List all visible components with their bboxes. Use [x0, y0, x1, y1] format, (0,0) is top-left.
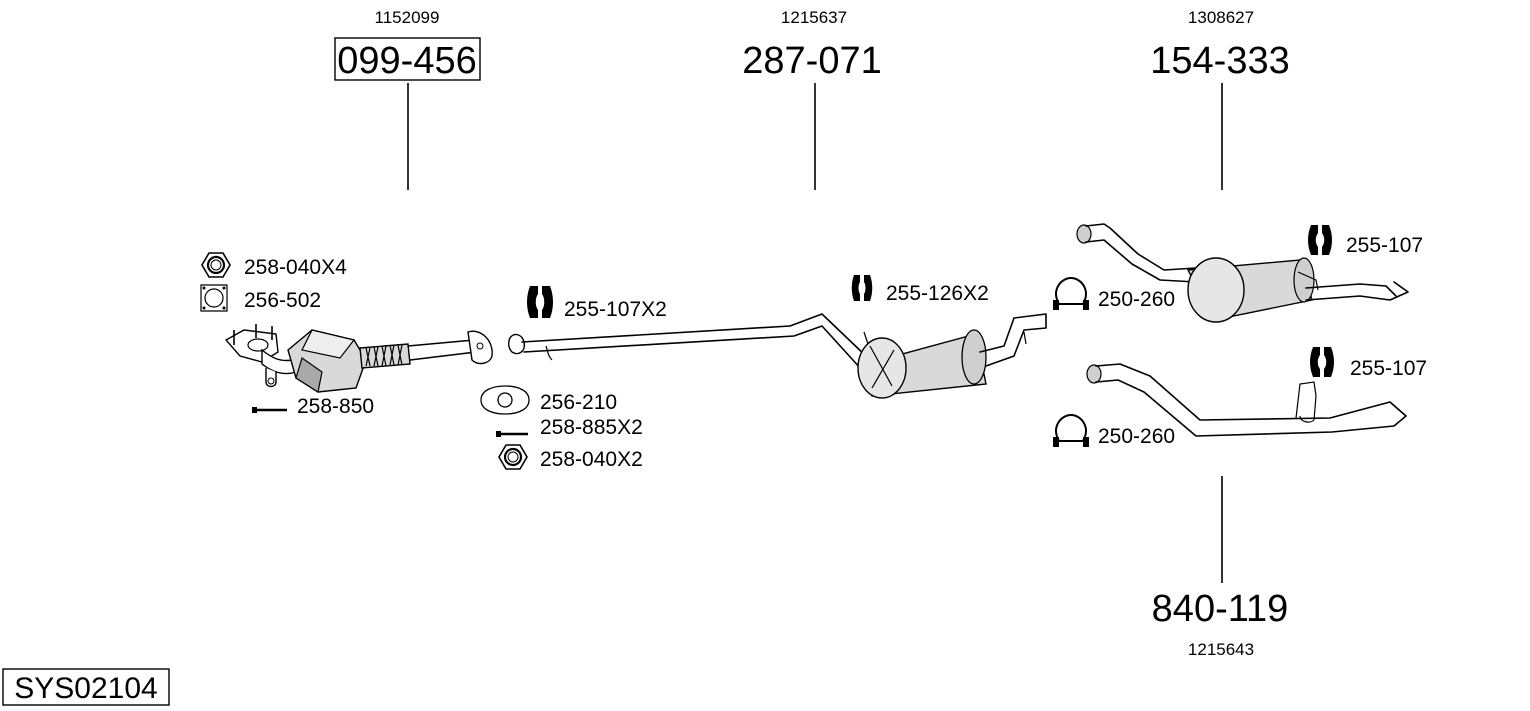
- part-number-middle[interactable]: 287-071: [742, 40, 881, 82]
- rubber-hanger-icon: [1308, 225, 1332, 255]
- hex-nut-icon: [498, 444, 528, 470]
- catalytic-converter-drawing: [224, 324, 493, 393]
- oe-number-catalyst: 1152099: [375, 8, 440, 27]
- flange-gasket-icon: [200, 284, 228, 312]
- label-250-260-a: 250-260: [1098, 288, 1175, 311]
- part-number-catalyst[interactable]: 099-456: [337, 40, 476, 82]
- label-255-107-a: 255-107: [1346, 234, 1423, 257]
- pipe-clamp-icon: [1053, 276, 1089, 310]
- label-256-210: 256-210: [540, 391, 617, 414]
- system-code: SYS02104: [14, 672, 157, 705]
- part-number-tailpipe[interactable]: 840-119: [1152, 588, 1289, 630]
- label-255-126x2: 255-126X2: [886, 282, 989, 305]
- bolt-icon: [252, 407, 287, 413]
- rubber-hanger-icon: [1310, 347, 1334, 377]
- rear-silencer-drawing: [1076, 223, 1409, 323]
- highlight-box: [334, 37, 481, 81]
- label-258-850: 258-850: [297, 395, 374, 418]
- tailpipe-drawing: [1086, 363, 1407, 437]
- middle-silencer-drawing: [507, 313, 1047, 399]
- rubber-hanger-icon: [851, 275, 873, 301]
- label-258-040x2: 258-040X2: [540, 448, 643, 471]
- label-258-885x2: 258-885X2: [540, 416, 643, 439]
- pipe-clamp-icon: [1053, 413, 1089, 447]
- part-number-rear[interactable]: 154-333: [1150, 40, 1289, 82]
- label-256-502: 256-502: [244, 289, 321, 312]
- label-258-040x4: 258-040X4: [244, 256, 347, 279]
- oe-number-rear: 1308627: [1188, 8, 1254, 27]
- label-250-260-b: 250-260: [1098, 425, 1175, 448]
- bolt-icon: [496, 431, 528, 437]
- label-255-107x2: 255-107X2: [564, 298, 667, 321]
- oe-number-tailpipe: 1215643: [1188, 640, 1254, 659]
- rubber-hanger-icon: [527, 286, 553, 318]
- hex-nut-icon: [201, 252, 231, 278]
- oe-number-middle: 1215637: [781, 8, 847, 27]
- label-255-107-b: 255-107: [1350, 357, 1427, 380]
- oval-gasket-icon: [480, 385, 530, 415]
- system-code-box: [2, 668, 170, 706]
